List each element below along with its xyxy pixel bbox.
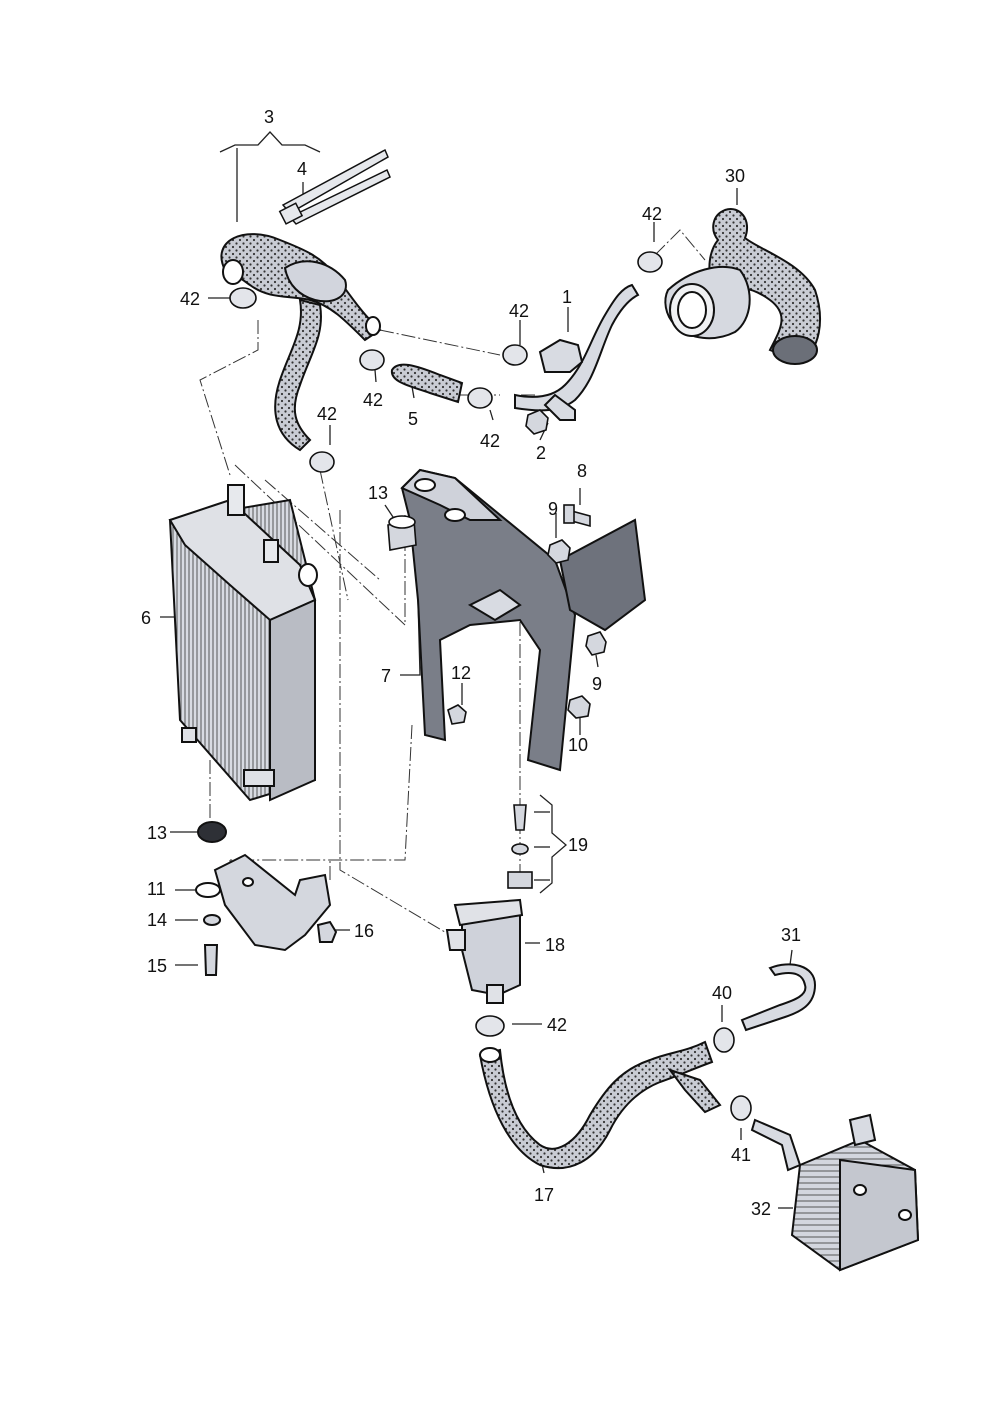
callout-19: 19	[568, 835, 589, 855]
pipe-31	[740, 963, 817, 1032]
callout-13-bottom: 13	[147, 823, 168, 843]
fasteners-19	[507, 804, 533, 889]
callout-17: 17	[534, 1185, 555, 1205]
callout-42-b: 42	[642, 204, 663, 224]
callout-41: 41	[731, 1145, 752, 1165]
small-hardware	[387, 504, 607, 725]
callout-1: 1	[562, 287, 573, 307]
callout-31: 31	[781, 925, 802, 945]
callout-42-e: 42	[480, 431, 501, 451]
callout-5: 5	[408, 409, 419, 429]
callout-9-top: 9	[548, 499, 559, 519]
callout-4: 4	[297, 159, 308, 179]
oil-cooler-32	[750, 1113, 920, 1272]
auxiliary-radiator-6	[168, 484, 318, 802]
assembly-guide-lines	[199, 229, 706, 936]
callout-3: 3	[264, 107, 275, 127]
callout-18: 18	[545, 935, 566, 955]
hose-clamps-42	[229, 251, 663, 1037]
coolant-pump-18	[445, 898, 524, 1004]
callout-16: 16	[354, 921, 375, 941]
callout-42-f: 42	[317, 404, 338, 424]
callout-30: 30	[725, 166, 746, 186]
coolant-hose-17	[478, 1040, 722, 1170]
callout-32: 32	[751, 1199, 772, 1219]
lower-bracket-11	[195, 821, 338, 976]
callout-13-top: 13	[368, 483, 389, 503]
hose-assembly-3	[220, 233, 382, 452]
callout-42-a: 42	[180, 289, 201, 309]
callout-40: 40	[712, 983, 733, 1003]
callout-10: 10	[568, 735, 589, 755]
callout-12: 12	[451, 663, 472, 683]
callout-7: 7	[381, 666, 392, 686]
bracket-7	[400, 468, 647, 772]
callout-15: 15	[147, 956, 168, 976]
callout-9-bottom: 9	[592, 674, 603, 694]
nut-2	[525, 409, 549, 435]
callout-2: 2	[536, 443, 547, 463]
callout-42-d: 42	[363, 390, 384, 410]
callout-14: 14	[147, 910, 168, 930]
coolant-hose-30	[664, 208, 821, 365]
callout-42-g: 42	[547, 1015, 568, 1035]
callout-42-c: 42	[509, 301, 530, 321]
hose-5	[390, 363, 464, 404]
callout-6: 6	[141, 608, 152, 628]
clamps-40-41	[713, 1027, 752, 1121]
coolant-pipe-1	[514, 283, 640, 421]
callout-11: 11	[147, 879, 166, 899]
callout-8: 8	[577, 461, 588, 481]
cable-ties-4	[278, 148, 391, 225]
